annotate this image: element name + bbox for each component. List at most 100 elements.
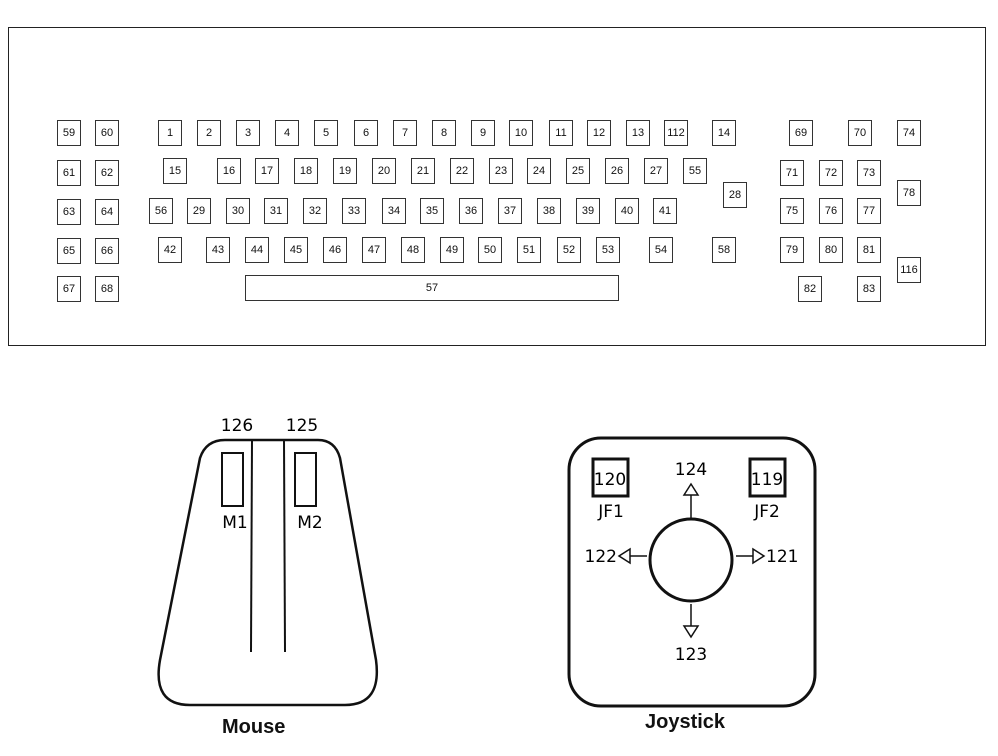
- key-79: 79: [780, 237, 804, 263]
- key-32: 32: [303, 198, 327, 224]
- key-5: 5: [314, 120, 338, 146]
- key-28: 28: [723, 182, 747, 208]
- key-80: 80: [819, 237, 843, 263]
- key-55: 55: [683, 158, 707, 184]
- key-48: 48: [401, 237, 425, 263]
- key-57: 57: [245, 275, 619, 301]
- mouse-right-code: 125: [286, 416, 318, 436]
- mouse: [157, 438, 379, 707]
- key-22: 22: [450, 158, 474, 184]
- key-15: 15: [163, 158, 187, 184]
- key-64: 64: [95, 199, 119, 225]
- key-21: 21: [411, 158, 435, 184]
- key-14: 14: [712, 120, 736, 146]
- key-112: 112: [664, 120, 688, 146]
- key-71: 71: [780, 160, 804, 186]
- mouse-right-button: [294, 452, 317, 507]
- key-17: 17: [255, 158, 279, 184]
- joystick-fire2-button: [748, 457, 787, 498]
- key-39: 39: [576, 198, 600, 224]
- key-1: 1: [158, 120, 182, 146]
- key-60: 60: [95, 120, 119, 146]
- key-44: 44: [245, 237, 269, 263]
- mouse-left-code: 126: [221, 416, 253, 436]
- joystick-stick: [648, 517, 734, 603]
- arrow-down-icon: [682, 604, 700, 639]
- mouse-divider-left: [250, 439, 253, 653]
- key-51: 51: [517, 237, 541, 263]
- joystick-fire2-label: JF2: [753, 502, 780, 522]
- key-33: 33: [342, 198, 366, 224]
- joystick-fire2-code: 119: [751, 470, 783, 490]
- joystick-down-code: 123: [675, 645, 707, 665]
- key-67: 67: [57, 276, 81, 302]
- key-52: 52: [557, 237, 581, 263]
- key-47: 47: [362, 237, 386, 263]
- arrow-right-icon: [736, 547, 766, 565]
- key-6: 6: [354, 120, 378, 146]
- key-10: 10: [509, 120, 533, 146]
- key-82: 82: [798, 276, 822, 302]
- key-34: 34: [382, 198, 406, 224]
- key-78: 78: [897, 180, 921, 206]
- key-35: 35: [420, 198, 444, 224]
- key-43: 43: [206, 237, 230, 263]
- key-62: 62: [95, 160, 119, 186]
- key-74: 74: [897, 120, 921, 146]
- mouse-left-button: [221, 452, 244, 507]
- key-4: 4: [275, 120, 299, 146]
- key-61: 61: [57, 160, 81, 186]
- key-50: 50: [478, 237, 502, 263]
- key-73: 73: [857, 160, 881, 186]
- keyboard-outline: [8, 27, 986, 346]
- key-24: 24: [527, 158, 551, 184]
- key-20: 20: [372, 158, 396, 184]
- key-36: 36: [459, 198, 483, 224]
- key-30: 30: [226, 198, 250, 224]
- key-38: 38: [537, 198, 561, 224]
- key-26: 26: [605, 158, 629, 184]
- key-3: 3: [236, 120, 260, 146]
- key-58: 58: [712, 237, 736, 263]
- key-2: 2: [197, 120, 221, 146]
- arrow-up-icon: [682, 482, 700, 518]
- key-116: 116: [897, 257, 921, 283]
- key-9: 9: [471, 120, 495, 146]
- joystick: [567, 436, 817, 708]
- key-12: 12: [587, 120, 611, 146]
- key-11: 11: [549, 120, 573, 146]
- joystick-fire1-label: JF1: [597, 502, 624, 522]
- mouse-caption: Mouse: [222, 716, 286, 738]
- joystick-up-code: 124: [675, 460, 707, 480]
- key-42: 42: [158, 237, 182, 263]
- key-19: 19: [333, 158, 357, 184]
- key-13: 13: [626, 120, 650, 146]
- joystick-right-code: 121: [766, 547, 798, 567]
- joystick-fire1-code: 120: [594, 470, 626, 490]
- key-49: 49: [440, 237, 464, 263]
- key-53: 53: [596, 237, 620, 263]
- key-29: 29: [187, 198, 211, 224]
- key-56: 56: [149, 198, 173, 224]
- key-7: 7: [393, 120, 417, 146]
- key-18: 18: [294, 158, 318, 184]
- key-83: 83: [857, 276, 881, 302]
- mouse-right-label: M2: [297, 513, 322, 533]
- key-65: 65: [57, 238, 81, 264]
- arrow-left-icon: [617, 547, 647, 565]
- key-59: 59: [57, 120, 81, 146]
- joystick-fire1-button: [591, 457, 630, 498]
- key-8: 8: [432, 120, 456, 146]
- joystick-caption: Joystick: [645, 711, 726, 733]
- key-68: 68: [95, 276, 119, 302]
- key-76: 76: [819, 198, 843, 224]
- mouse-left-label: M1: [222, 513, 247, 533]
- key-23: 23: [489, 158, 513, 184]
- key-45: 45: [284, 237, 308, 263]
- key-54: 54: [649, 237, 673, 263]
- key-75: 75: [780, 198, 804, 224]
- key-31: 31: [264, 198, 288, 224]
- key-63: 63: [57, 199, 81, 225]
- key-16: 16: [217, 158, 241, 184]
